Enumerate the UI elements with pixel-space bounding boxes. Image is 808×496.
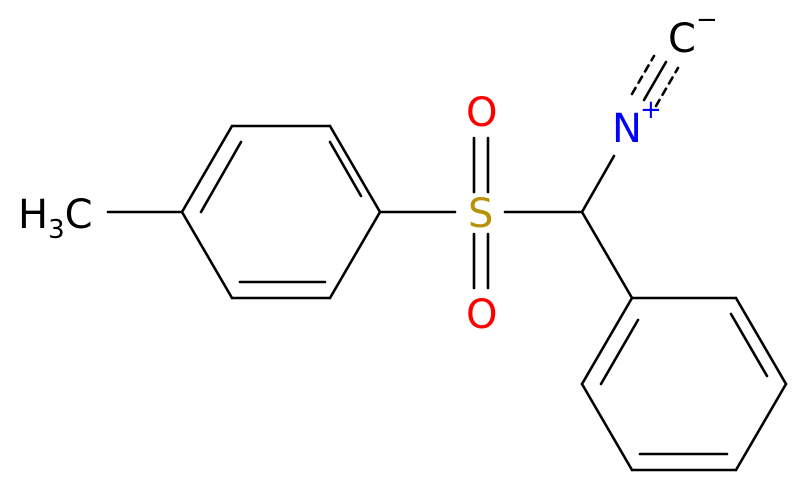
bond-tolyl-3 <box>328 124 382 214</box>
oxygen-top-label: O <box>466 90 497 136</box>
bond-ch-phenyl <box>580 210 634 300</box>
bond-phenyl-3 <box>734 382 788 472</box>
bond-phenyl-inner-3 <box>599 318 640 386</box>
bond-n-c-c <box>654 66 680 108</box>
oxygen-bottom-label: O <box>466 292 497 338</box>
isocyanide-carbon-label: C <box>668 16 696 62</box>
sulfur-label: S <box>468 191 493 237</box>
bond-tolyl-4 <box>328 210 382 300</box>
bond-phenyl-6 <box>580 296 634 386</box>
bond-tolyl-inner-1 <box>199 140 243 214</box>
bonds <box>106 54 788 472</box>
bond-phenyl-inner-1 <box>729 312 769 378</box>
bond-ch-n <box>580 154 616 214</box>
bond-phenyl-5 <box>580 382 634 472</box>
nitrogen-label: N <box>612 106 642 152</box>
bond-tolyl-6 <box>180 210 234 300</box>
bond-tolyl-inner-2 <box>328 140 363 198</box>
bond-n-c-a <box>642 60 668 102</box>
bond-n-c-b <box>630 54 656 96</box>
bond-phenyl-2 <box>734 296 788 386</box>
atom-labels: H3C S O O N + C − <box>18 5 718 338</box>
bond-tolyl-1 <box>180 124 234 214</box>
isocyanide-carbon-charge: − <box>696 5 718 35</box>
nitrogen-charge: + <box>640 95 662 125</box>
methyl-label: H3C <box>18 192 93 245</box>
